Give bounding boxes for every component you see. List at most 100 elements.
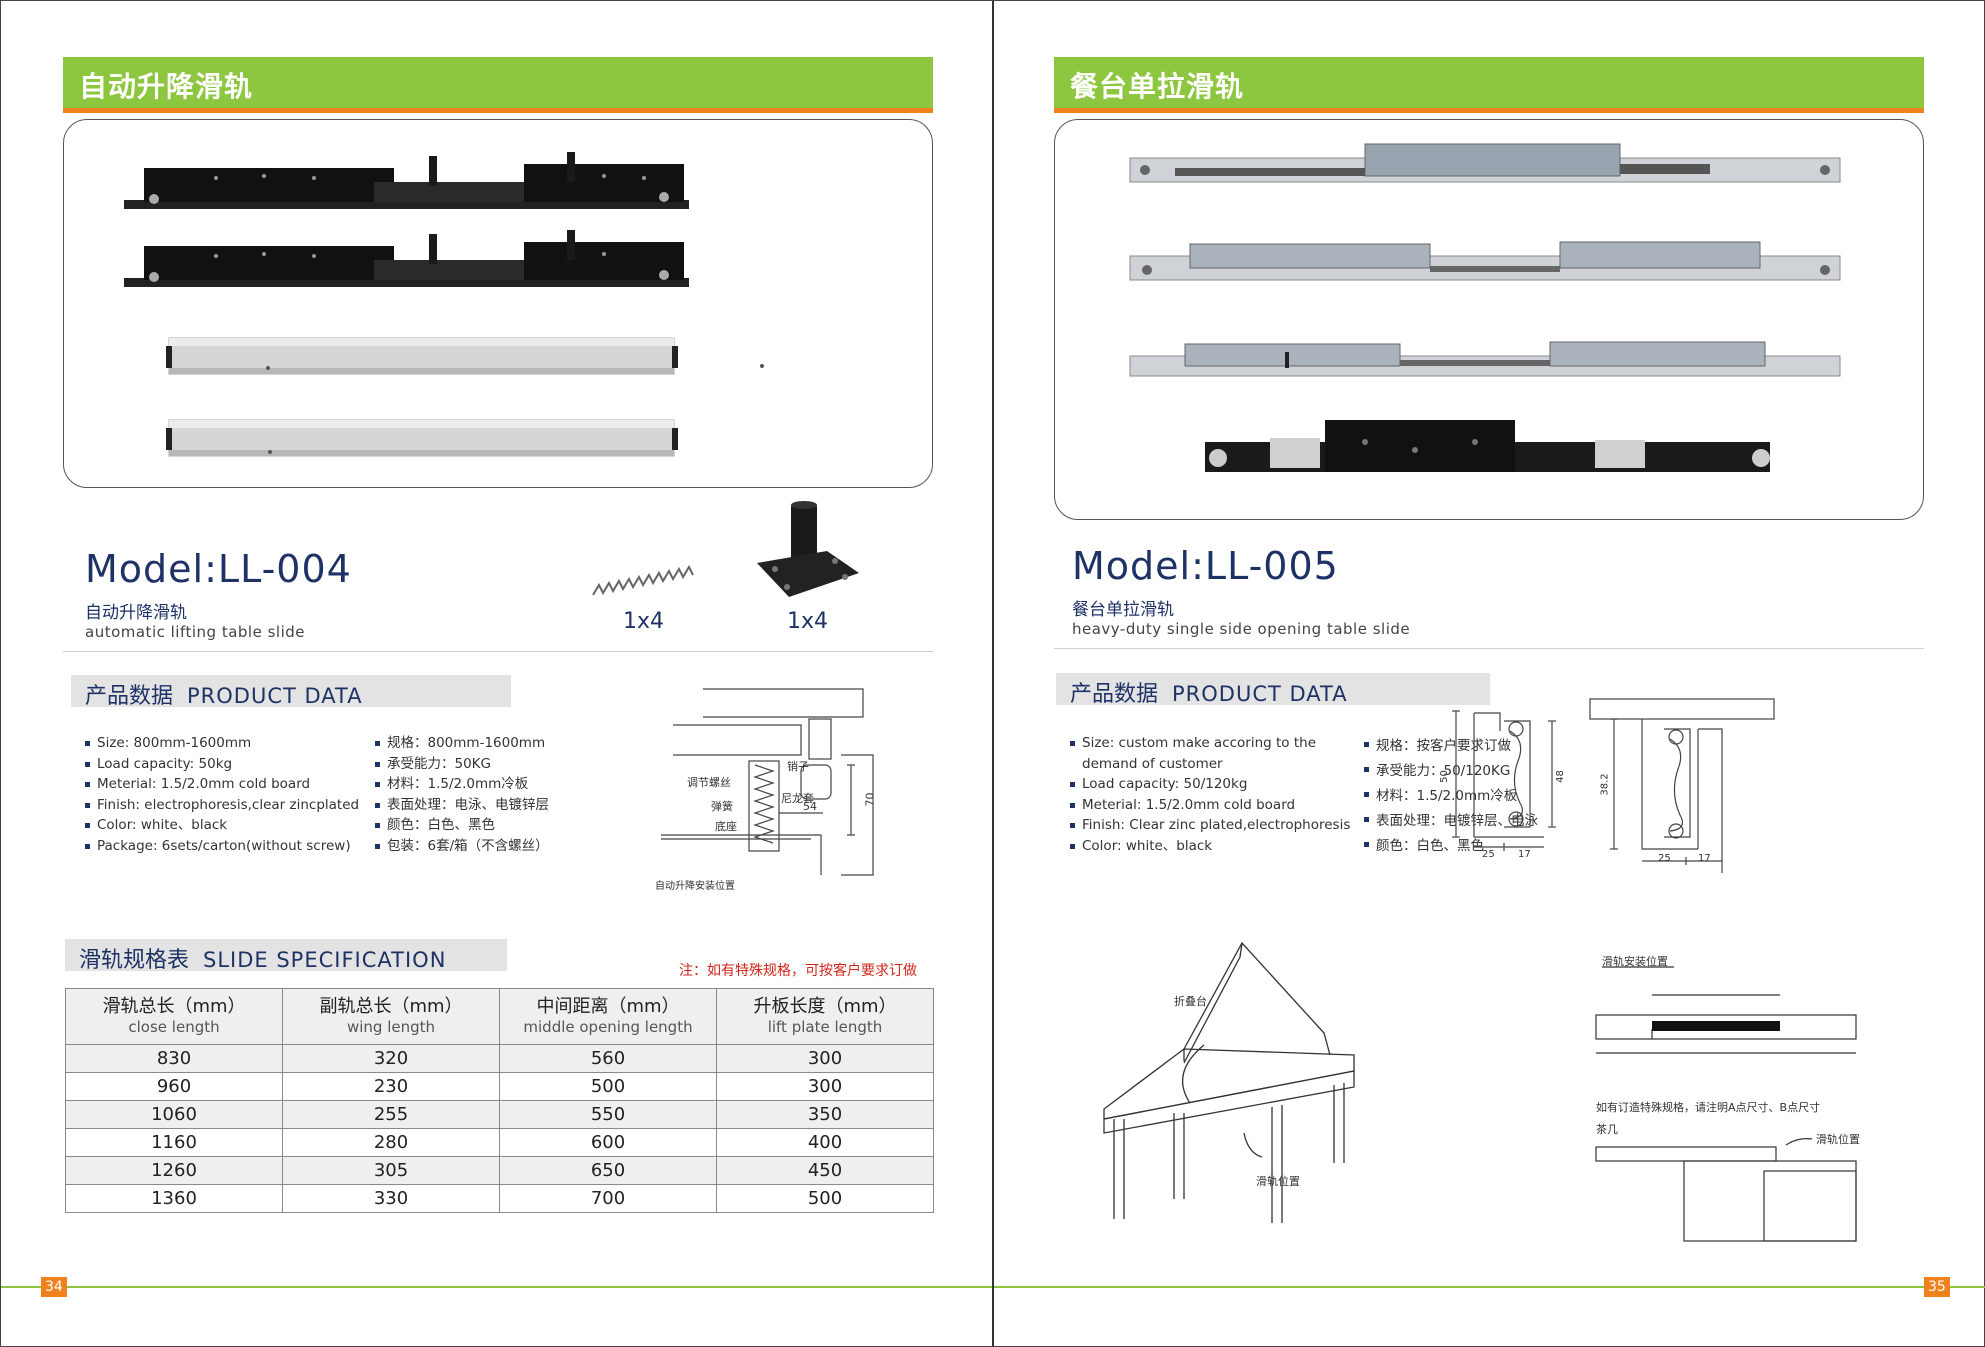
label-custom-note: 如有订造特殊规格，请注明A点尺寸、B点尺寸 <box>1596 1101 1821 1114</box>
black-slide-2 <box>124 230 689 287</box>
profile-diagram-a: 50 48 25 17 <box>1434 707 1574 863</box>
spec-item: Color: white、black <box>85 815 359 836</box>
table-cell: 255 <box>282 1100 500 1129</box>
spec-item: 规格：按客户要求订做 <box>1364 734 1538 759</box>
table-cell: 350 <box>716 1100 934 1129</box>
table-row: 960 230 500 300 <box>65 1072 934 1101</box>
left-title-bar: 自动升降滑轨 <box>63 57 933 113</box>
spec-item: Load capacity: 50/120kg <box>1070 774 1350 795</box>
table-row: 830 320 560 300 <box>65 1044 934 1073</box>
table-row: 1160 280 600 400 <box>65 1128 934 1157</box>
table-cell: 330 <box>282 1184 500 1213</box>
zinc-slide-1 <box>1129 143 1841 183</box>
single-pull-slides-illustration <box>1129 143 1841 472</box>
black-slide-4 <box>1205 420 1770 472</box>
post-bracket-icon <box>757 501 859 597</box>
label-spring: 弹簧 <box>711 800 733 813</box>
spec-item: Color: white、black <box>1070 836 1350 857</box>
table-cell: 280 <box>282 1128 500 1157</box>
spec-item: Load capacity: 50kg <box>85 754 359 775</box>
label-slide-install-position: 滑轨安装位置 <box>1602 955 1668 968</box>
spec-table-heading: 滑轨规格表 SLIDE SPECIFICATION <box>65 939 507 973</box>
header-middle-opening: 中间距离（mm）middle opening length <box>499 988 717 1045</box>
silver-slide-2 <box>166 419 678 457</box>
left-title: 自动升降滑轨 <box>79 70 254 103</box>
table-cell: 305 <box>282 1156 500 1185</box>
dim-a-w1: 25 <box>1482 849 1495 860</box>
label-dim-70: 70 <box>863 792 877 807</box>
table-cell: 560 <box>499 1044 717 1073</box>
lifting-slides-illustration <box>124 152 764 457</box>
left-model-en: automatic lifting table slide <box>85 623 305 641</box>
folding-table-diagram: 折叠台 滑轨位置 <box>1054 937 1424 1227</box>
dim-a-height: 50 <box>1438 770 1450 783</box>
left-product-data-en: PRODUCT DATA <box>187 684 363 708</box>
label-adjust-screw: 调节螺丝 <box>687 776 731 789</box>
table-row: 1360 330 700 500 <box>65 1184 934 1213</box>
spec-item: 承受能力：50/120KG <box>1364 759 1538 784</box>
right-product-data-heading: 产品数据 PRODUCT DATA <box>1056 673 1490 707</box>
header-lift-plate: 升板长度（mm）lift plate length <box>716 988 934 1045</box>
right-product-data-cn: 产品数据 <box>1070 682 1159 707</box>
spec-table: 滑轨总长（mm）close length 副轨总长（mm）wing length… <box>65 988 934 1213</box>
spec-item: Size: custom make accoring to the <box>1070 733 1350 754</box>
slide-install-diagram: 滑轨安装位置 如有订造特殊规格，请注明A点尺寸、B点尺寸 茶几 滑轨位置 <box>1594 949 1864 1245</box>
right-specs-en: Size: custom make accoring to the demand… <box>1070 733 1350 856</box>
right-title-bar: 餐台单拉滑轨 <box>1054 57 1924 113</box>
right-divider <box>1054 648 1924 649</box>
header-wing-length: 副轨总长（mm）wing length <box>282 988 500 1045</box>
label-folding-top: 折叠台 <box>1174 995 1207 1008</box>
right-model-cn: 餐台单拉滑轨 <box>1072 600 1174 620</box>
label-base: 底座 <box>715 820 737 833</box>
spec-table-header-row: 滑轨总长（mm）close length 副轨总长（mm）wing length… <box>65 988 934 1045</box>
zinc-slide-2 <box>1129 241 1841 281</box>
table-cell: 230 <box>282 1072 500 1101</box>
spec-item: 材料：1.5/2.0mm冷板 <box>375 774 549 795</box>
silver-slide-1 <box>166 337 764 375</box>
left-specs-cn: 规格：800mm-1600mm 承受能力：50KG 材料：1.5/2.0mm冷板… <box>375 733 549 856</box>
spring-icon <box>592 564 694 596</box>
spec-item: 材料：1.5/2.0mm冷板 <box>1364 784 1538 809</box>
left-product-photo <box>63 119 933 488</box>
spec-item: 承受能力：50KG <box>375 754 549 775</box>
dim-a-inner: 48 <box>1554 770 1566 783</box>
right-title: 餐台单拉滑轨 <box>1070 70 1245 103</box>
label-slide-position-2: 滑轨位置 <box>1816 1133 1860 1146</box>
right-product-data-en: PRODUCT DATA <box>1172 682 1348 706</box>
spec-item: Size: 800mm-1600mm <box>85 733 359 754</box>
table-cell: 450 <box>716 1156 934 1185</box>
label-pin: 销子 <box>787 760 809 773</box>
table-cell: 1160 <box>65 1128 283 1157</box>
table-cell: 300 <box>716 1044 934 1073</box>
spec-item: 表面处理：电镀锌层、电泳 <box>1364 809 1538 834</box>
header-close-length: 滑轨总长（mm）close length <box>65 988 283 1045</box>
spec-item: 颜色：白色、黑色 <box>1364 834 1538 859</box>
left-model-title: Model:LL-004 <box>85 547 352 591</box>
table-cell: 700 <box>499 1184 717 1213</box>
left-specs-en: Size: 800mm-1600mm Load capacity: 50kg M… <box>85 733 359 856</box>
left-page: 自动升降滑轨 <box>1 1 993 1347</box>
left-model-cn: 自动升降滑轨 <box>85 603 187 623</box>
table-cell: 550 <box>499 1100 717 1129</box>
dim-a-w2: 17 <box>1518 849 1531 860</box>
right-specs-cn: 规格：按客户要求订做 承受能力：50/120KG 材料：1.5/2.0mm冷板 … <box>1364 734 1538 859</box>
spec-item: 规格：800mm-1600mm <box>375 733 549 754</box>
right-footer-line <box>994 1286 1985 1288</box>
spec-item: Package: 6sets/carton(without screw) <box>85 836 359 857</box>
right-product-photo <box>1054 119 1924 520</box>
spec-table-heading-en: SLIDE SPECIFICATION <box>203 948 447 972</box>
spring-qty: 1x4 <box>623 609 665 634</box>
dim-b-w1: 25 <box>1658 853 1671 864</box>
table-cell: 600 <box>499 1128 717 1157</box>
right-page: 餐台单拉滑轨 <box>994 1 1985 1347</box>
table-row: 1260 305 650 450 <box>65 1156 934 1185</box>
diagram-caption: 自动升降安装位置 <box>655 881 735 892</box>
table-cell: 1360 <box>65 1184 283 1213</box>
left-product-data-cn: 产品数据 <box>85 684 174 709</box>
profile-diagram-b: 38.2 25 17 <box>1586 697 1776 873</box>
lifting-install-diagram: 调节螺丝 销子 弹簧 尼龙套 54 底座 70 自动升降安装位置 <box>651 685 891 895</box>
table-cell: 650 <box>499 1156 717 1185</box>
bracket-qty: 1x4 <box>787 609 829 634</box>
table-row: 1060 255 550 350 <box>65 1100 934 1129</box>
spec-table-heading-cn: 滑轨规格表 <box>79 948 190 973</box>
